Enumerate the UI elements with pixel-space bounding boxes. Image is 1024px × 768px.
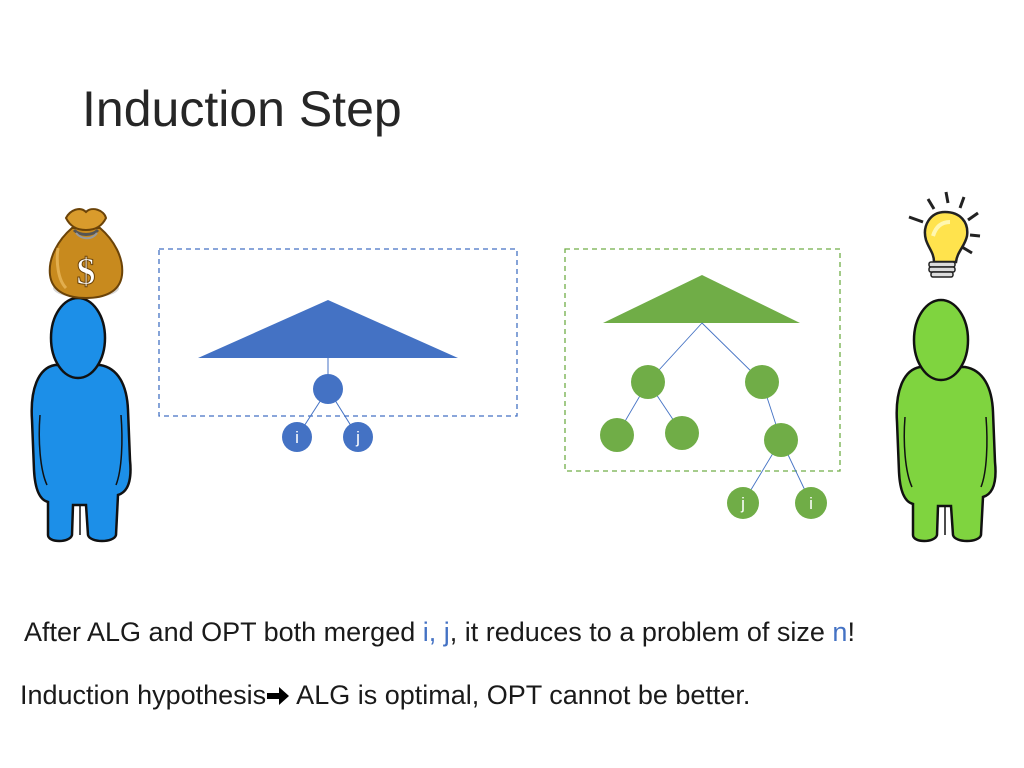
alg-tree-box: i j bbox=[158, 248, 518, 452]
opt-merged-node bbox=[764, 423, 798, 457]
alg-leaf-j bbox=[343, 422, 373, 452]
opt-leaf-j-label: j bbox=[740, 494, 745, 513]
opt-node bbox=[631, 365, 665, 399]
opt-leaf-j bbox=[727, 487, 759, 519]
caption-text: Induction hypothesis bbox=[20, 680, 267, 710]
opt-node bbox=[665, 416, 699, 450]
opt-leaf-i bbox=[795, 487, 827, 519]
right-arrow-icon bbox=[267, 687, 290, 705]
money-bag-icon: $ bbox=[48, 208, 124, 300]
highlight-ij: i, j bbox=[422, 617, 450, 647]
opt-node bbox=[600, 418, 634, 452]
highlight-n: n bbox=[832, 617, 848, 647]
alg-leaf-j-label: j bbox=[355, 428, 360, 447]
caption-text: , it reduces to a problem of size bbox=[449, 617, 833, 647]
opt-tree-triangle bbox=[603, 275, 800, 323]
left-person-figure bbox=[30, 296, 132, 543]
lightbulb-icon bbox=[908, 191, 981, 278]
opt-node bbox=[745, 365, 779, 399]
caption-text: ALG is optimal, OPT cannot be better. bbox=[290, 680, 751, 710]
caption-text: ! bbox=[847, 617, 855, 647]
opt-tree-box: j i bbox=[564, 248, 841, 519]
alg-tree-triangle bbox=[198, 300, 458, 358]
caption-text: After ALG and OPT both merged bbox=[24, 617, 423, 647]
slide-title: Induction Step bbox=[82, 81, 402, 137]
opt-leaf-i-label: i bbox=[809, 494, 813, 513]
caption-merge-line: After ALG and OPT both merged i, j, it r… bbox=[24, 617, 855, 648]
alg-leaf-i-label: i bbox=[295, 428, 299, 447]
svg-text:$: $ bbox=[77, 251, 96, 293]
alg-leaf-i bbox=[282, 422, 312, 452]
caption-hypothesis-line: Induction hypothesis ALG is optimal, OPT… bbox=[20, 680, 750, 711]
right-person-figure bbox=[895, 298, 997, 543]
